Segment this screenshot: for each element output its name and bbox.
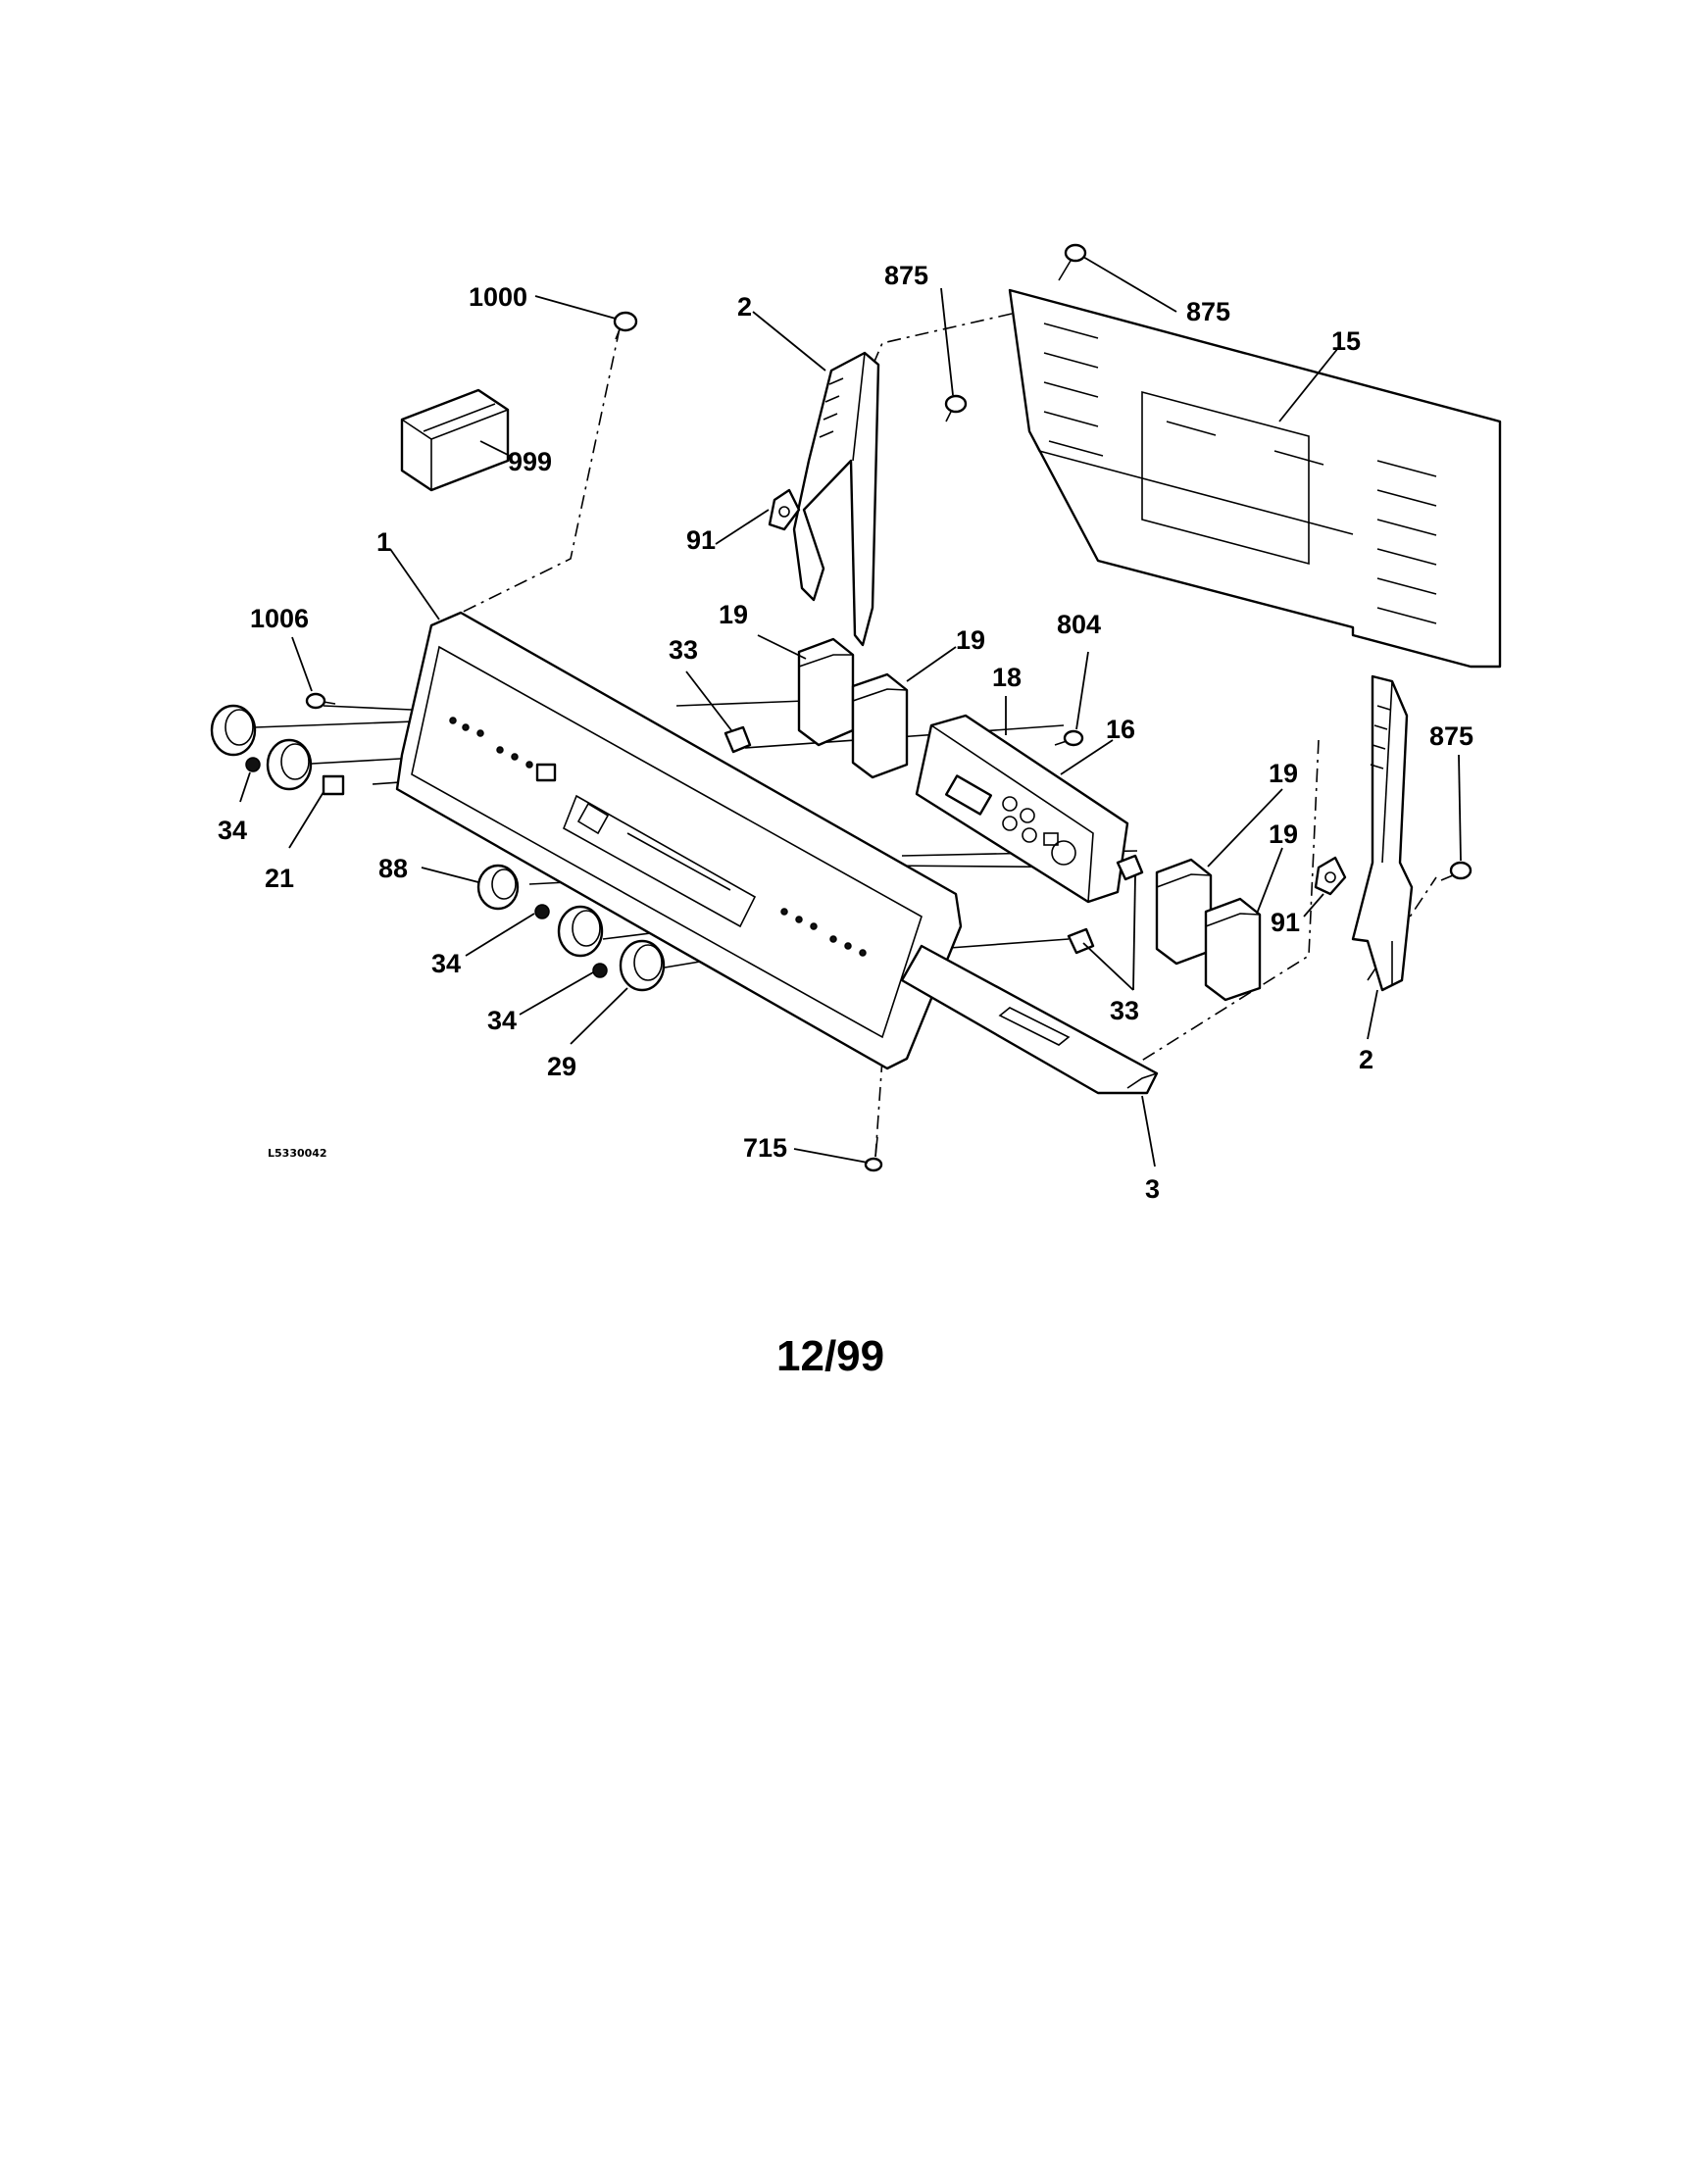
callout-999: 999 (508, 447, 552, 476)
callout-19-a: 19 (719, 600, 748, 629)
page-date: 12/99 (776, 1332, 884, 1380)
callout-2-lower: 2 (1359, 1045, 1373, 1074)
callout-3: 3 (1145, 1174, 1160, 1204)
callout-91-upper: 91 (686, 525, 716, 555)
callout-715: 715 (743, 1133, 787, 1163)
part-34-rings (245, 757, 608, 978)
part-19-switches (797, 637, 1262, 1002)
screws-875 (944, 243, 1472, 881)
callout-19-b: 19 (956, 625, 985, 655)
part-1-control-panel (395, 611, 963, 1070)
leader-lines (239, 256, 1462, 1167)
part-2-end-bracket-left (792, 351, 880, 647)
callout-2-upper: 2 (737, 292, 752, 322)
part-1006-screw (305, 692, 336, 710)
part-91-clip-lower (1314, 856, 1347, 896)
callout-34-middle: 34 (431, 949, 461, 978)
knob-29 (619, 939, 666, 992)
callout-34-left: 34 (218, 816, 247, 845)
part-15-rear-panel (1008, 288, 1502, 669)
diagram-code: L5330042 (268, 1147, 327, 1160)
callout-91-lower: 91 (1271, 908, 1300, 937)
part-33-clips (724, 725, 1144, 955)
callout-21: 21 (265, 864, 294, 893)
callout-19-d: 19 (1269, 819, 1298, 849)
part-16-display-module (915, 714, 1129, 904)
callout-29: 29 (547, 1052, 576, 1081)
callout-33-lower: 33 (1110, 996, 1139, 1025)
callout-875-right-top: 875 (1186, 297, 1230, 326)
callout-16: 16 (1106, 715, 1135, 744)
part-1000-screw (613, 311, 638, 340)
callout-33-upper: 33 (669, 635, 698, 665)
knob-88 (476, 864, 520, 911)
part-999-box (400, 388, 510, 492)
callout-88: 88 (378, 854, 408, 883)
part-804-screw (1054, 729, 1084, 747)
knob-upper-left-1 (210, 704, 257, 757)
part-3-bottom-trim (900, 944, 1159, 1095)
knob-lower-1 (557, 905, 604, 958)
callout-804: 804 (1057, 610, 1101, 639)
callout-1006: 1006 (250, 604, 309, 633)
callout-875-top: 875 (884, 261, 928, 290)
callout-34-lower: 34 (487, 1006, 517, 1035)
knobs (210, 704, 666, 992)
part-91-clip-upper (768, 488, 801, 531)
callout-15: 15 (1331, 326, 1361, 356)
callout-1: 1 (376, 527, 391, 557)
part-715-screw (864, 1136, 883, 1172)
callout-875-right: 875 (1429, 721, 1473, 751)
callout-19-c: 19 (1269, 759, 1298, 788)
knob-upper-left-2 (266, 738, 313, 791)
callout-1000: 1000 (469, 282, 527, 312)
callout-18: 18 (992, 663, 1022, 692)
part-21-switch (322, 774, 345, 796)
panel-graphics (449, 717, 867, 957)
callout-labels: 1000 999 2 875 875 15 91 1 1006 19 33 19… (218, 261, 1473, 1204)
part-2-end-bracket-right (1351, 674, 1414, 992)
